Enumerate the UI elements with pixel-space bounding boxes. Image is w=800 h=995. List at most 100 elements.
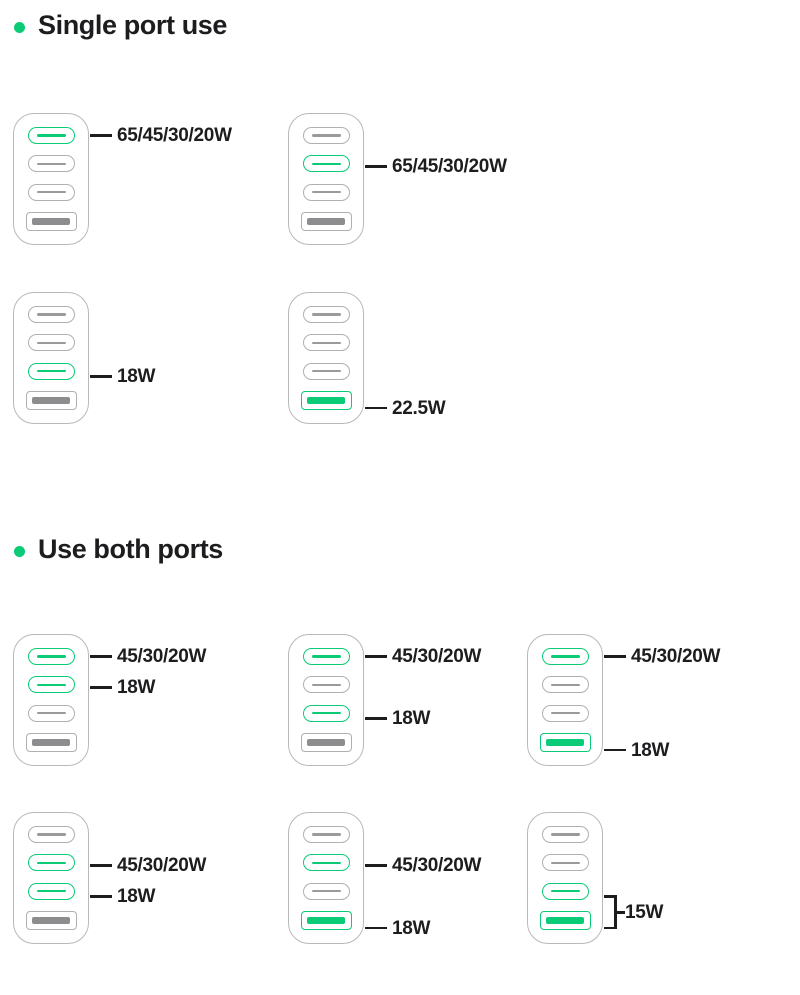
usb-c-port-inactive	[27, 306, 75, 323]
port-inner-bar	[307, 396, 345, 404]
port-group	[528, 826, 602, 930]
port-group	[289, 306, 363, 410]
leader-line	[365, 926, 387, 930]
usb-a-port-inactive	[25, 390, 77, 410]
port-callout: 65/45/30/20W	[365, 156, 507, 178]
leader-line	[90, 864, 112, 867]
port-callout: 18W	[604, 739, 669, 761]
port-callout: 65/45/30/20W	[90, 125, 232, 147]
usb-c-port-inactive	[27, 155, 75, 173]
usb-c-port-inactive	[302, 826, 350, 843]
port-inner-bar	[311, 889, 341, 893]
wattage-label: 45/30/20W	[117, 855, 207, 876]
port-callout: 18W	[365, 917, 430, 939]
leader-line	[365, 864, 387, 867]
port-inner-bar	[311, 833, 341, 836]
usb-c-port-inactive	[302, 334, 350, 352]
usb-c-port-inactive	[541, 854, 589, 872]
wattage-label: 18W	[117, 366, 156, 387]
port-inner-bar	[36, 341, 66, 345]
charger-body	[13, 634, 89, 766]
wattage-label: 18W	[392, 917, 431, 939]
section-heading-use-both-ports: Use both ports	[14, 536, 223, 563]
section-title: Single port use	[38, 10, 228, 40]
port-inner-bar	[311, 369, 341, 373]
port-group	[14, 826, 88, 930]
port-inner-bar	[546, 916, 584, 924]
port-inner-bar	[32, 738, 70, 746]
wattage-label: 45/30/20W	[392, 855, 482, 876]
usb-c-port-active	[27, 127, 75, 144]
port-inner-bar	[307, 738, 345, 746]
port-inner-bar	[550, 655, 580, 658]
port-group	[289, 648, 363, 752]
charger-body	[288, 634, 364, 766]
port-inner-bar	[311, 655, 341, 658]
usb-c-port-active	[302, 704, 350, 722]
usb-c-port-inactive	[541, 704, 589, 722]
port-callout: 18W	[365, 708, 430, 730]
wattage-label: 18W	[117, 886, 156, 907]
port-callout: 18W	[90, 886, 155, 908]
bullet-icon	[14, 21, 25, 33]
leader-line	[90, 686, 112, 689]
usb-a-port-active	[300, 910, 352, 930]
wattage-label: 15W	[625, 901, 664, 923]
port-group	[289, 127, 363, 231]
usb-a-port-inactive	[300, 211, 352, 231]
port-inner-bar	[36, 369, 66, 373]
usb-c-port-active	[27, 854, 75, 872]
usb-c-port-active	[302, 155, 350, 173]
usb-a-port-active	[539, 910, 591, 930]
port-callout: 45/30/20W	[90, 855, 207, 877]
charger-body	[527, 634, 603, 766]
port-inner-bar	[307, 916, 345, 924]
usb-c-port-inactive	[302, 183, 350, 201]
usb-c-port-active	[27, 362, 75, 380]
usb-c-port-active	[302, 854, 350, 872]
usb-c-port-active	[27, 882, 75, 900]
port-inner-bar	[36, 162, 66, 166]
usb-c-port-inactive	[302, 882, 350, 900]
port-group	[14, 127, 88, 231]
usb-c-port-active	[302, 648, 350, 665]
usb-c-port-active	[541, 882, 589, 900]
usb-c-port-active	[27, 648, 75, 665]
wattage-label: 45/30/20W	[631, 646, 721, 667]
wattage-label: 18W	[117, 677, 156, 698]
port-inner-bar	[36, 134, 66, 137]
port-group	[528, 648, 602, 752]
usb-c-port-active	[541, 648, 589, 665]
port-inner-bar	[550, 683, 580, 687]
usb-c-port-inactive	[302, 127, 350, 144]
port-inner-bar	[311, 711, 341, 715]
leader-line	[604, 748, 626, 752]
leader-line	[90, 134, 112, 137]
port-inner-bar	[36, 683, 66, 687]
port-inner-bar	[36, 833, 66, 836]
leader-line	[604, 655, 626, 658]
bullet-icon	[14, 545, 25, 557]
port-group	[14, 306, 88, 410]
wattage-label: 18W	[392, 708, 431, 729]
usb-a-port-inactive	[300, 732, 352, 752]
port-group	[289, 826, 363, 930]
leader-line	[365, 406, 387, 410]
port-inner-bar	[311, 134, 341, 137]
leader-line	[365, 165, 387, 168]
port-callout: 22.5W	[365, 397, 446, 419]
usb-c-port-inactive	[302, 676, 350, 694]
usb-c-port-inactive	[302, 306, 350, 323]
charger-body	[13, 292, 89, 424]
port-inner-bar	[550, 711, 580, 715]
port-callout: 45/30/20W	[365, 646, 482, 668]
bracket-arm	[604, 926, 617, 930]
port-inner-bar	[311, 861, 341, 865]
usb-c-port-inactive	[27, 826, 75, 843]
usb-c-port-inactive	[27, 334, 75, 352]
leader-line	[90, 375, 112, 378]
charger-body	[288, 812, 364, 944]
leader-line	[365, 655, 387, 658]
charger-body	[288, 113, 364, 245]
leader-line	[90, 895, 112, 898]
